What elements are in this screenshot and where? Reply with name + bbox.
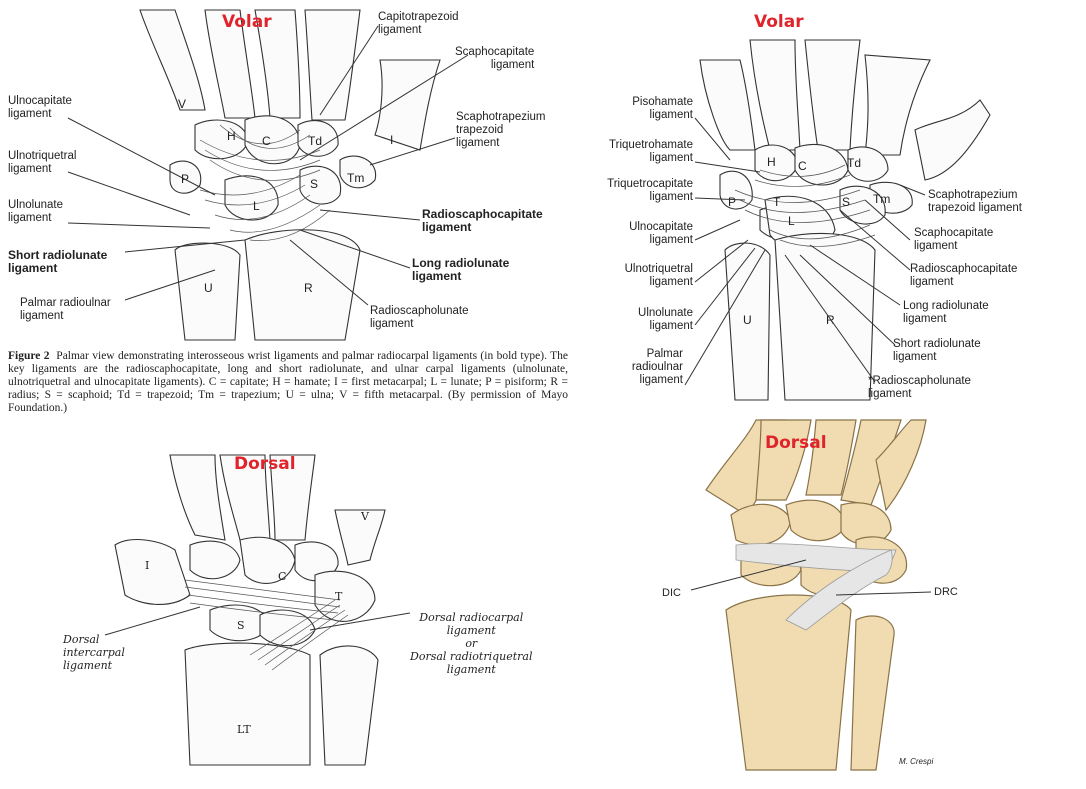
- ulnolunate-label: Ulnolunate ligament: [8, 199, 63, 224]
- dic-label: DIC: [662, 587, 681, 599]
- pisohamate-label: Pisohamate ligament: [632, 96, 693, 121]
- radioscapholunate-label: Radioscapholunate ligament: [370, 305, 469, 330]
- bone-letter-c-2: C: [798, 159, 807, 173]
- ulnotriquetral-label: Ulnotriquetral ligament: [8, 150, 77, 175]
- capitotrapezoid-label: Capitotrapezoid ligament: [378, 11, 459, 36]
- bone-letter-h: H: [227, 129, 236, 143]
- bone-letter-u-2: U: [743, 313, 752, 327]
- triquetrohamate-label: Triquetrohamate ligament: [609, 139, 693, 164]
- scaphotrapezium-label-2: Scaphotrapezium trapezoid ligament: [928, 189, 1022, 214]
- bone-letter-lt-3: LT: [237, 723, 251, 736]
- dorsal-illustration-1: V I C T S LT: [104, 454, 411, 766]
- figure-caption: Figure 2 Palmar view demonstrating inter…: [8, 350, 568, 415]
- bone-letter-tm: Tm: [347, 171, 364, 185]
- long-radiolunate-label-2: Long radiolunate ligament: [903, 300, 989, 325]
- bone-letter-td-2: Td: [847, 156, 861, 170]
- bone-letter-r: R: [304, 281, 313, 295]
- short-radiolunate-label: Short radiolunate ligament: [8, 248, 108, 275]
- bone-letter-t-3: T: [335, 590, 343, 603]
- bone-letter-s-2: S: [842, 195, 850, 209]
- ligament-fibers-2: [734, 164, 876, 247]
- bone-letter-tm-2: Tm: [873, 192, 890, 206]
- volar-title-2: Volar: [754, 12, 804, 32]
- panel-volar-mayo: V H C Td I P S Tm L U R Volar Capitotrap…: [0, 0, 570, 445]
- radioscapholunate-label-2: *Radioscapholunate ligament: [868, 375, 971, 400]
- volar-title: Volar: [222, 12, 272, 32]
- radioscaphocapitate-label-2: Radioscaphocapitate ligament: [910, 263, 1018, 288]
- scaphotrapezium-label: Scaphotrapezium trapezoid ligament: [456, 111, 546, 149]
- dorsal-illustration-2: [690, 419, 932, 771]
- bone-letter-s-3: S: [237, 619, 245, 632]
- long-radiolunate-label: Long radiolunate ligament: [412, 256, 510, 283]
- dorsal-intercarpal-label: Dorsal intercarpal ligament: [63, 633, 125, 672]
- dorsal-title: Dorsal: [234, 454, 296, 474]
- caption-text: Palmar view demonstrating interosseous w…: [8, 350, 568, 414]
- bone-letter-i-3: I: [145, 559, 149, 572]
- caption-figure-number: Figure 2: [8, 350, 50, 362]
- volar-illustration-2: H C Td P T S Tm L U R: [684, 39, 991, 401]
- triquetrocapitate-label: Triquetrocapitate ligament: [607, 178, 693, 203]
- panel-dorsal-color: Dorsal DIC DRC M. Crespi: [636, 419, 1086, 771]
- bone-letter-h-2: H: [767, 155, 776, 169]
- bone-letter-v-3: V: [360, 510, 370, 523]
- bone-letter-l: L: [253, 199, 260, 213]
- dorsal-title-2: Dorsal: [765, 433, 827, 453]
- palmar-radioulnar-label-2: Palmar radioulnar ligament: [631, 348, 683, 386]
- scaphocapitate-label: Scaphocapitate ligament: [455, 46, 535, 71]
- panel-dorsal-sketch: V I C T S LT Dorsal Dorsal intercarpal l…: [0, 445, 570, 789]
- ulnocapitate-label-2: Ulnocapitate ligament: [629, 221, 693, 246]
- bone-letter-c: C: [262, 134, 271, 148]
- bone-letter-t-2: T: [773, 195, 781, 209]
- bone-letter-i: I: [390, 133, 393, 147]
- short-radiolunate-label-2: Short radiolunate ligament: [893, 338, 981, 363]
- volar-illustration-1: V H C Td I P S Tm L U R: [67, 9, 469, 341]
- palmar-radioulnar-label: Palmar radioulnar ligament: [20, 297, 111, 322]
- bone-letter-c-3: C: [278, 570, 286, 583]
- bone-letter-v: V: [178, 97, 186, 111]
- dorsal-ligament-fibers: [184, 579, 349, 671]
- bone-letter-u: U: [204, 281, 213, 295]
- scaphocapitate-label-2: Scaphocapitate ligament: [914, 227, 994, 252]
- bone-letter-p-2: P: [728, 195, 736, 209]
- ulnocapitate-label: Ulnocapitate ligament: [8, 95, 72, 120]
- ulnolunate-label-2: Ulnolunate ligament: [638, 307, 693, 332]
- radioscaphocapitate-label: Radioscaphocapitate ligament: [422, 207, 543, 234]
- bone-letter-l-2: L: [788, 214, 795, 228]
- ulnotriquetral-label-2: Ulnotriquetral ligament: [624, 263, 693, 288]
- bone-letter-td: Td: [308, 134, 322, 148]
- dorsal-radiocarpal-label: Dorsal radiocarpal ligament or Dorsal ra…: [410, 611, 533, 676]
- drc-label: DRC: [934, 586, 958, 598]
- artist-signature: M. Crespi: [899, 757, 934, 766]
- panel-volar-labeled: H C Td P T S Tm L U R Volar Pisohamate l…: [570, 0, 1086, 420]
- bone-letter-s: S: [310, 177, 318, 191]
